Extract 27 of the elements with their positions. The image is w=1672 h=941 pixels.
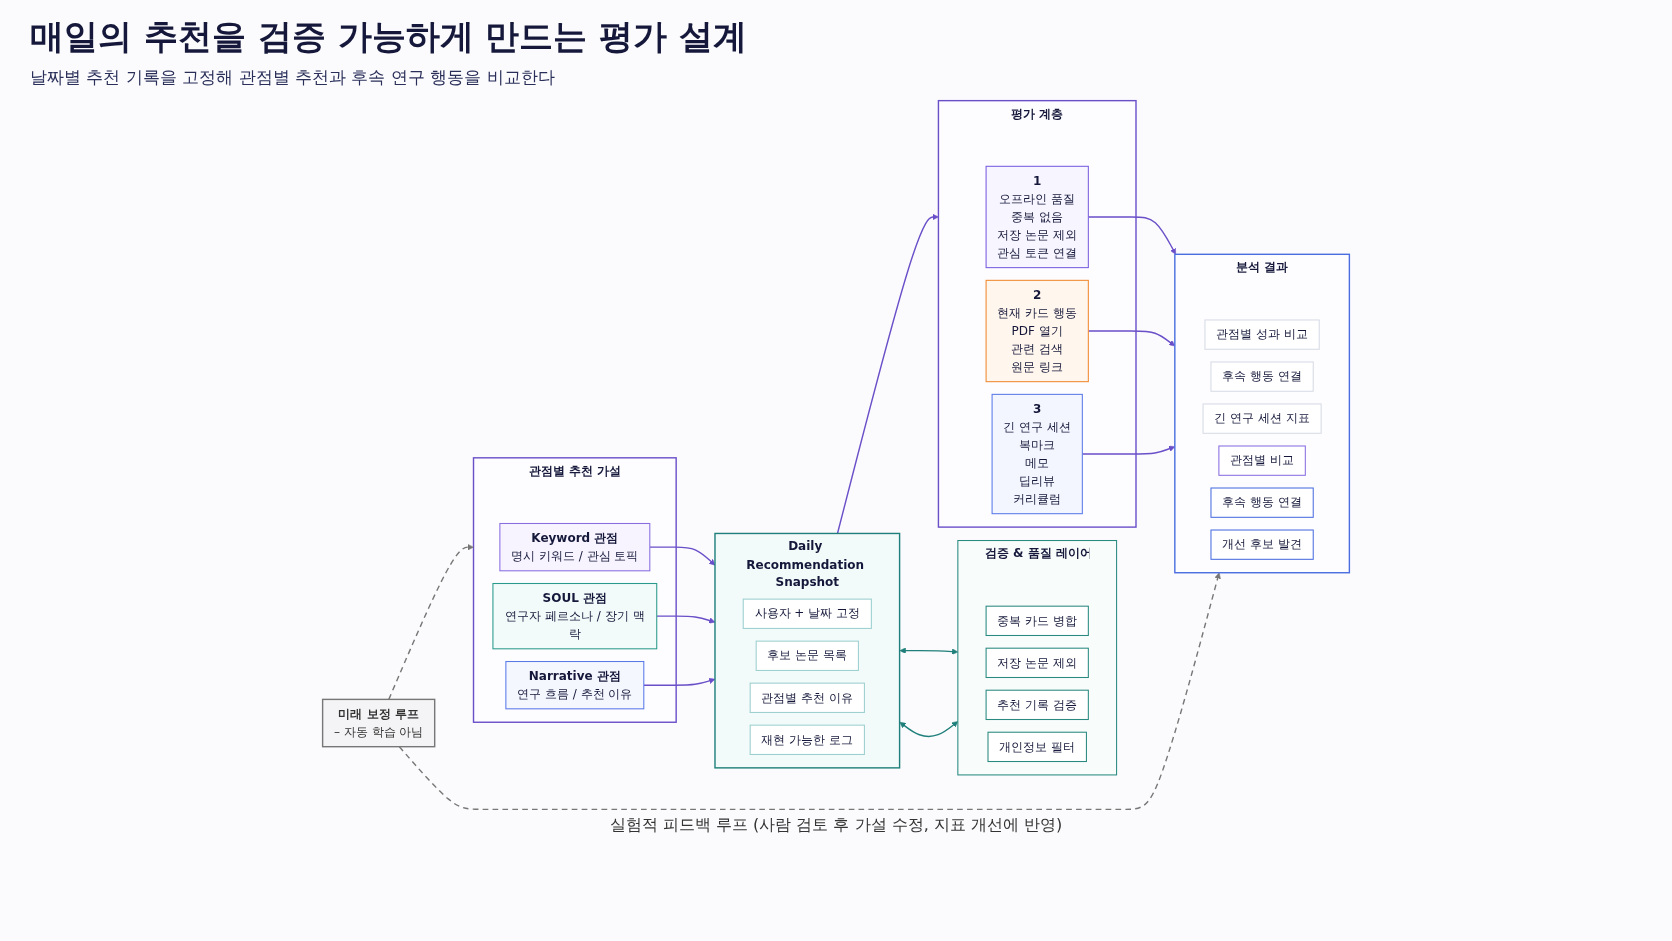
- node-box: SOUL 관점 연구자 페르소나 / 장기 맥락: [492, 582, 658, 650]
- node-box: 미래 보정 루프 – 자동 학습 아님: [321, 698, 436, 748]
- node-box: Keyword 관점 명시 키워드 / 관심 토픽: [499, 522, 651, 572]
- node-box: 재현 가능한 로그: [749, 724, 865, 755]
- node-box: 관점별 비교: [1218, 445, 1306, 476]
- node-box: 저장 논문 제외: [985, 647, 1089, 679]
- node-box: 개선 후보 발견: [1210, 529, 1314, 560]
- node-box: 3 긴 연구 세션 복마크 메모 딥리뷰 커리큘럼: [991, 393, 1083, 515]
- title: 매일의 추천을 검증 가능하게 만드는 평가 설계: [30, 15, 748, 58]
- node-box: 2 현재 카드 행동 PDF 열기 관련 검색 원문 링크: [985, 279, 1089, 383]
- node-box: 사용자 + 날짜 고정: [742, 598, 872, 629]
- node-box: 후보 논문 목록: [755, 640, 859, 671]
- node-box: 후속 행동 연결: [1210, 487, 1314, 518]
- note-text: 실험적 피드백 루프 (사람 검토 후 가설 수정, 지표 개선에 반영): [609, 815, 1063, 836]
- node-box: 후속 행동 연결: [1210, 361, 1314, 392]
- node-box: 1 오프라인 품질 중복 없음 저장 논문 제외 관심 토큰 연결: [985, 165, 1089, 269]
- subtitle: 날짜별 추천 기록을 고정해 관점별 추천과 후속 연구 행동을 비교한다: [30, 66, 555, 89]
- arrow: [836, 213, 939, 535]
- arrow: [388, 544, 474, 701]
- node-box: 추천 기록 검증: [985, 689, 1089, 721]
- node-box: 관점별 성과 비교: [1204, 319, 1320, 350]
- node-box: Narrative 관점 연구 흐름 / 추천 이유: [505, 661, 645, 710]
- arrow: [398, 572, 1221, 811]
- node-box: 긴 연구 세션 지표: [1202, 403, 1322, 434]
- node-box: 개인정보 필터: [987, 731, 1087, 763]
- node-box: 중복 카드 병합: [985, 605, 1089, 636]
- node-box: 관점별 추천 이유: [749, 682, 865, 713]
